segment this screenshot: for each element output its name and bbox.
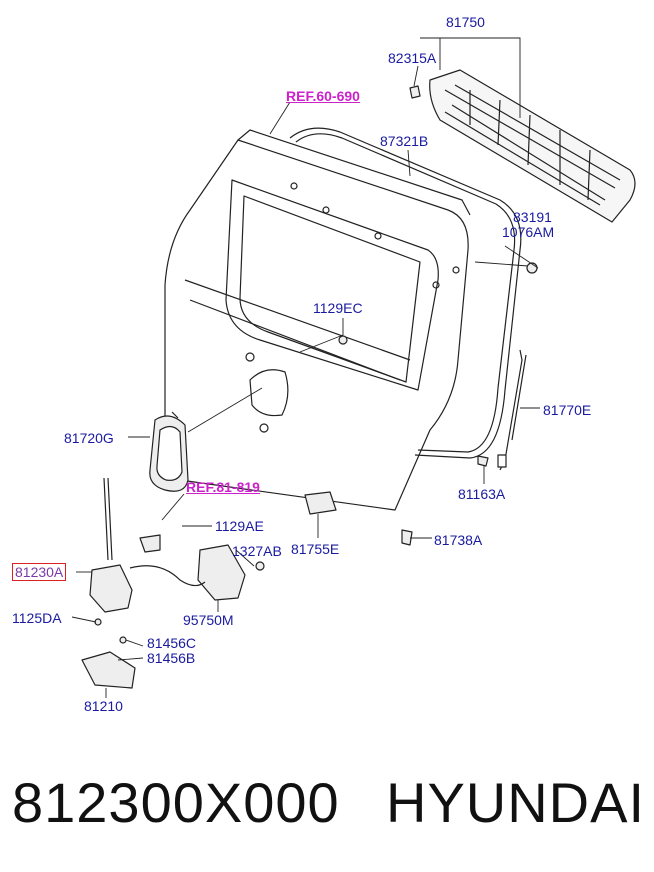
- actuator: [197, 544, 246, 601]
- label-81456b[interactable]: 81456B: [147, 650, 196, 666]
- trim-panel: [429, 69, 636, 223]
- label-1076am[interactable]: 1076AM: [502, 224, 555, 240]
- label-1327ab[interactable]: 1327AB: [232, 543, 282, 559]
- latch-rod: [103, 477, 113, 561]
- label-95750m[interactable]: 95750M: [183, 612, 234, 628]
- label-81456c[interactable]: 81456C: [147, 635, 197, 651]
- label-81163a[interactable]: 81163A: [458, 486, 506, 502]
- bracket-ref81: [139, 534, 161, 553]
- ref-81-819-link[interactable]: REF.81-819: [186, 479, 260, 495]
- weatherstrip: [289, 127, 522, 459]
- label-81755e[interactable]: 81755E: [291, 541, 340, 557]
- tailgate-panel: [164, 139, 469, 511]
- label-81230a-highlighted[interactable]: 81230A: [12, 563, 67, 581]
- label-81750[interactable]: 81750: [446, 14, 485, 30]
- label-83191[interactable]: 83191: [513, 209, 552, 225]
- striker-81210: [81, 651, 136, 689]
- ref-60-690-link[interactable]: REF.60-690: [286, 88, 360, 104]
- label-1129ec[interactable]: 1129EC: [313, 300, 363, 316]
- cable: [129, 565, 206, 587]
- label-81738a[interactable]: 81738A: [434, 532, 483, 548]
- label-81770e[interactable]: 81770E: [543, 402, 592, 418]
- grommet-82315A: [409, 85, 421, 99]
- label-87321b[interactable]: 87321B: [380, 133, 429, 149]
- latch-81230A: [89, 564, 133, 613]
- gas-strut: [499, 349, 527, 471]
- bolt-81163A: [477, 455, 489, 467]
- footer-part-number: 812300X000: [12, 771, 340, 834]
- license-lamp: [304, 491, 337, 515]
- label-1125da[interactable]: 1125DA: [12, 610, 62, 626]
- rear-window: [225, 179, 439, 391]
- label-82315a[interactable]: 82315A: [388, 50, 437, 66]
- parts-diagram: [71, 37, 636, 698]
- bumper-stop: [401, 529, 413, 546]
- label-1129ae[interactable]: 1129AE: [215, 518, 264, 534]
- label-81720g[interactable]: 81720G: [64, 430, 114, 446]
- label-81210[interactable]: 81210: [84, 698, 123, 714]
- footer-brand: HYUNDAI: [386, 771, 646, 834]
